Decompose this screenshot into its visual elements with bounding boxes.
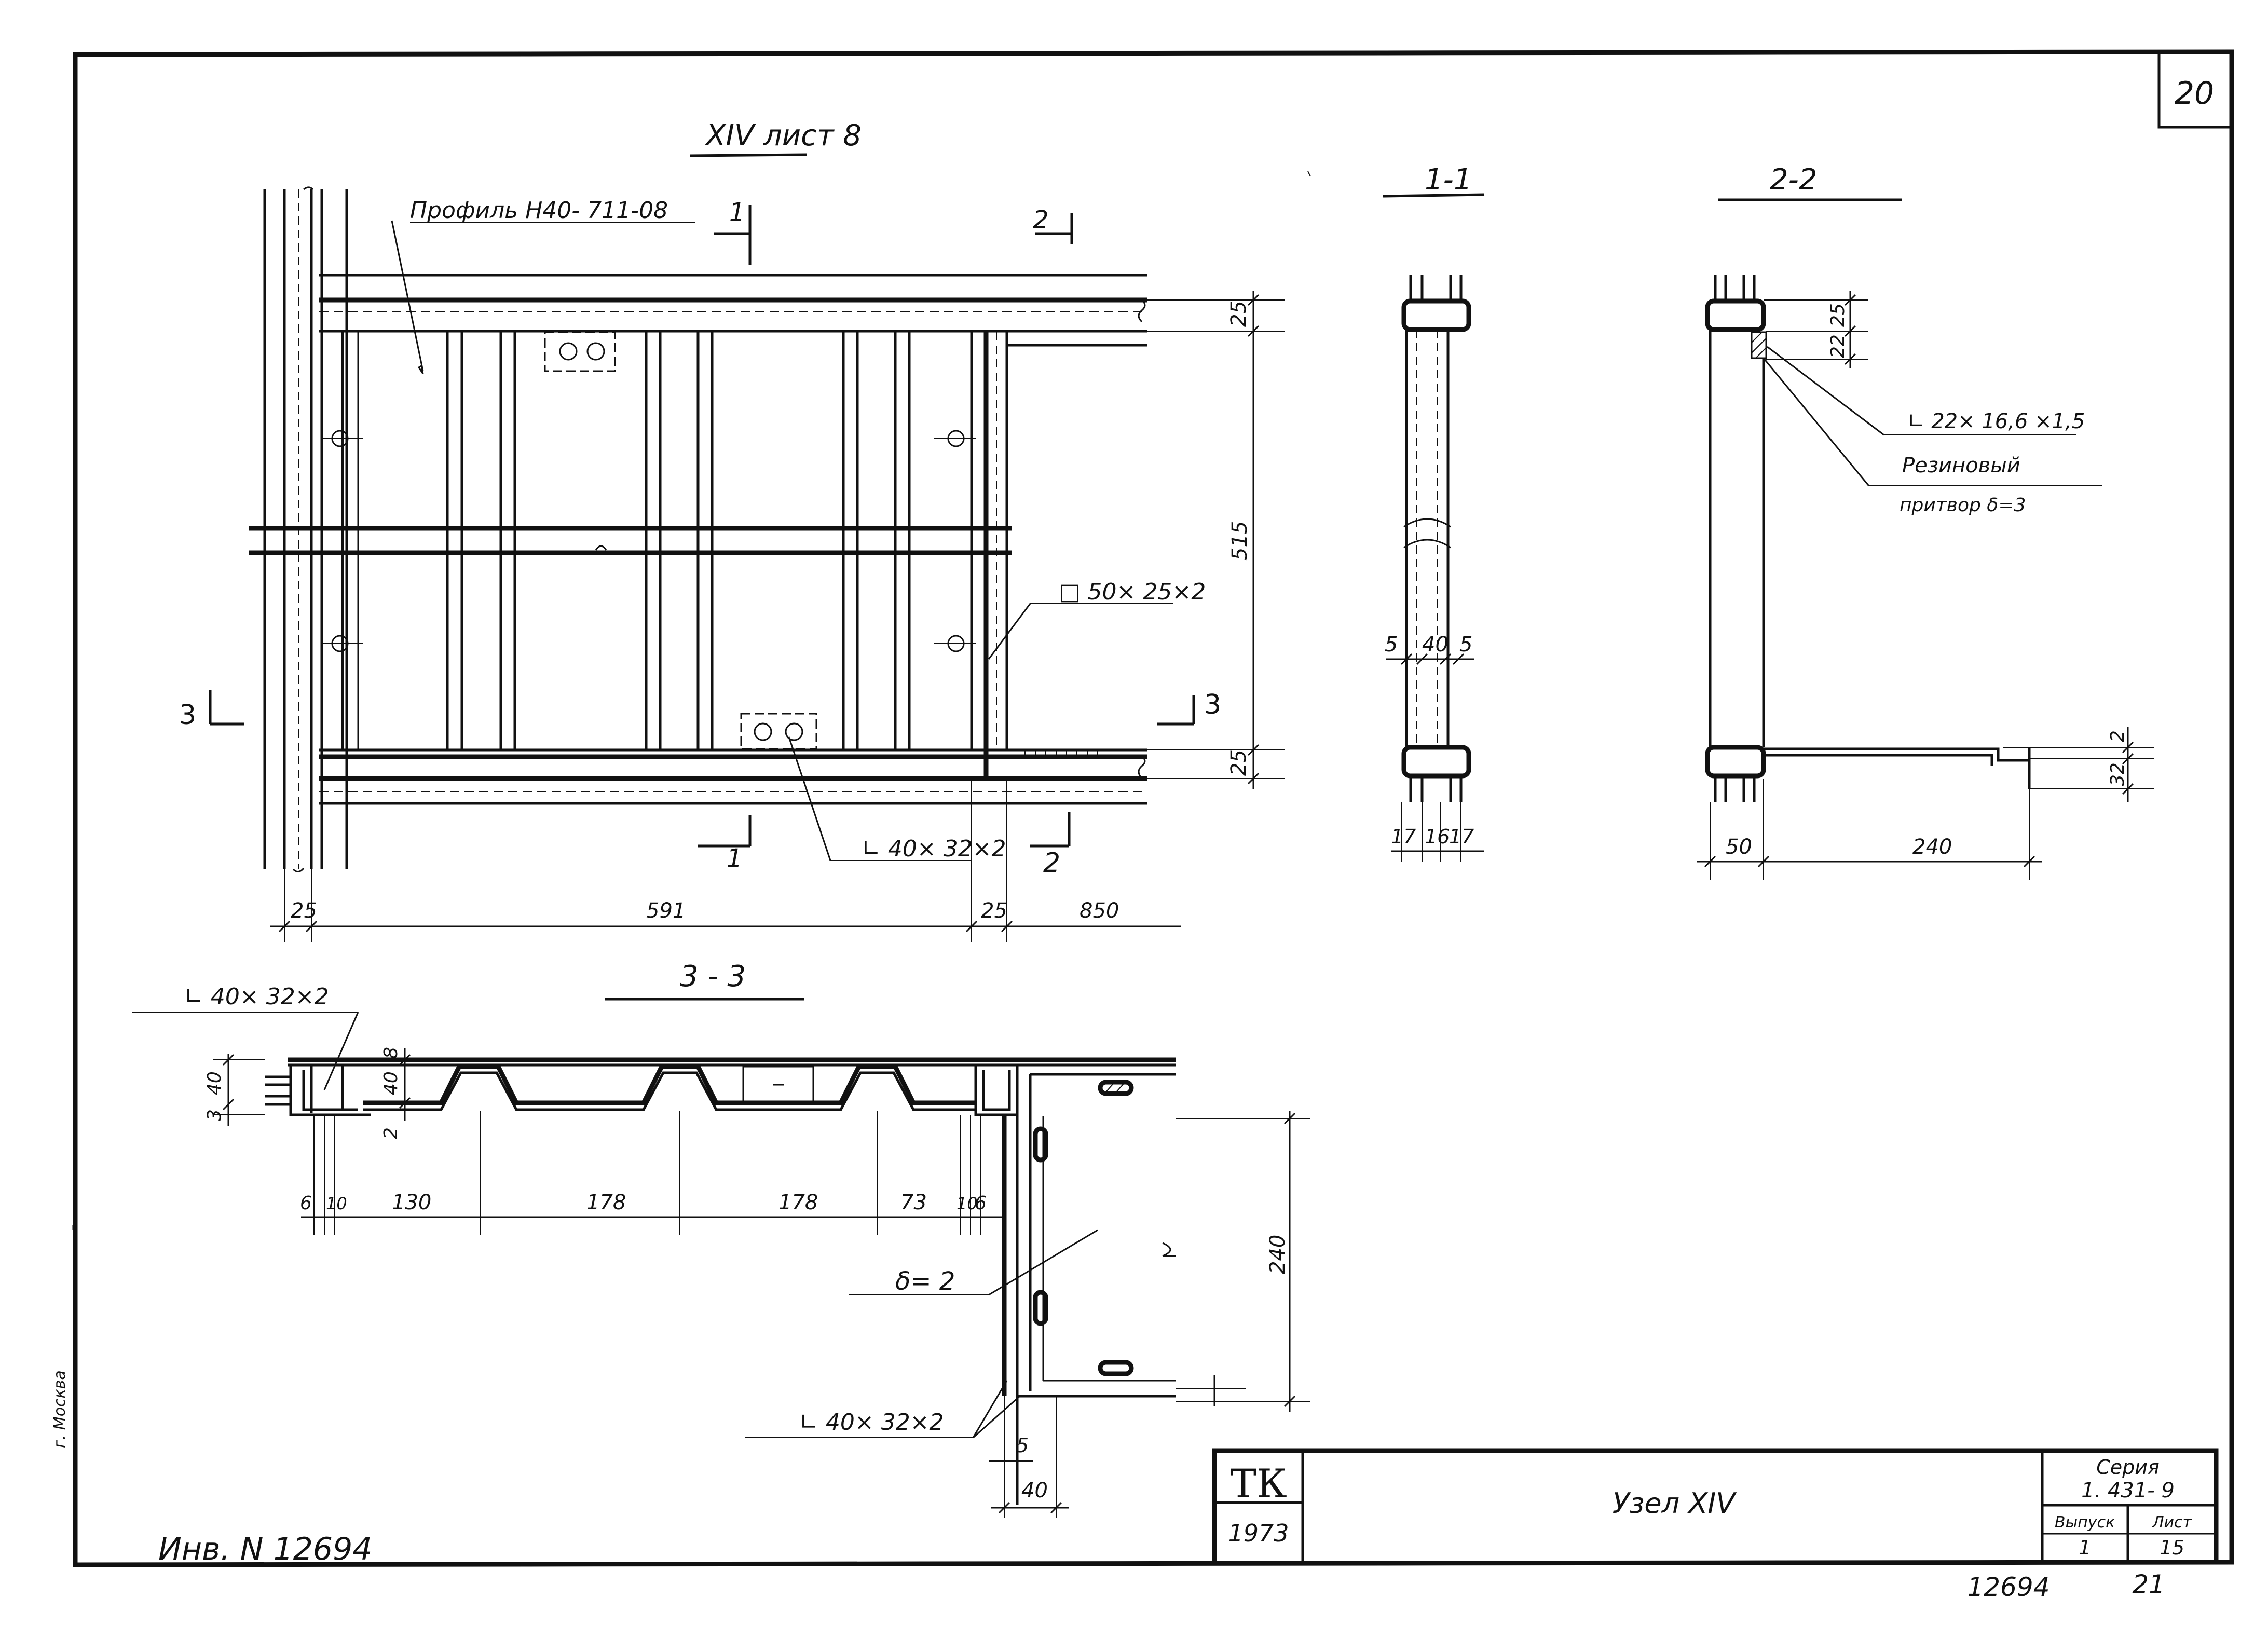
dim-2-2-240: 240 bbox=[1912, 835, 1952, 859]
label-angle-2-2: ∟ 22× 16,6 ×1,5 bbox=[1907, 409, 2085, 433]
title-block-sheet-label: Лист bbox=[2152, 1513, 2193, 1532]
dim-1-1-5b: 5 bbox=[1459, 633, 1472, 657]
label-rubber-2: притвор δ=3 bbox=[1900, 495, 2026, 516]
cut-mark-1-bottom: 1 bbox=[727, 844, 743, 873]
dim-3-3-3: 3 bbox=[204, 1109, 225, 1121]
label-tube: □ 50× 25×2 bbox=[1059, 579, 1206, 605]
dim-3-3-40-inner: 40 bbox=[380, 1071, 402, 1095]
section-2-2-title: 2-2 bbox=[1770, 163, 1817, 197]
dim-3-3-6a: 6 bbox=[300, 1193, 312, 1214]
dim-25-top: 25 bbox=[1227, 301, 1251, 327]
label-angle-3-3-top: ∟ 40× 32×2 bbox=[184, 984, 329, 1010]
title-block-org: ТК bbox=[1230, 1460, 1287, 1507]
label-profile: Профиль Н40- 711-08 bbox=[410, 197, 668, 224]
dim-25-bottom: 25 bbox=[1227, 749, 1251, 776]
dim-3-3-5: 5 bbox=[1016, 1434, 1029, 1457]
dim-515: 515 bbox=[1228, 521, 1252, 561]
tick-strip bbox=[1017, 749, 1137, 759]
main-view-title: XIV лист 8 bbox=[704, 119, 862, 153]
dim-bottom-850: 850 bbox=[1080, 899, 1119, 923]
dim-2-2-22: 22 bbox=[1827, 334, 1849, 358]
dim-2-2-25: 25 bbox=[1827, 303, 1849, 327]
sheet-corner-number: 20 bbox=[2175, 75, 2214, 112]
dim-2-2-32: 32 bbox=[2107, 762, 2128, 786]
dim-1-1-40: 40 bbox=[1422, 633, 1449, 657]
cut-mark-3-right: 3 bbox=[1204, 689, 1221, 720]
main-view: XIV лист 8 bbox=[179, 119, 1285, 942]
title-block-sheet-value: 15 bbox=[2160, 1536, 2184, 1559]
title-block-year: 1973 bbox=[1228, 1519, 1289, 1547]
title-block-issue-value: 1 bbox=[2079, 1536, 2091, 1559]
holes bbox=[322, 331, 976, 750]
dim-3-3-240: 240 bbox=[1266, 1235, 1290, 1274]
dim-1-1-17a: 17 bbox=[1391, 825, 1416, 848]
bottom-code: 12694 bbox=[1967, 1572, 2050, 1602]
section-2-2: 2-2 25 22 ∟ 22× 16,6 ×1,5 bbox=[1697, 163, 2154, 880]
title-block-issue-label: Выпуск bbox=[2055, 1513, 2115, 1532]
title-block-series-label: Серия bbox=[2096, 1456, 2160, 1479]
dim-bottom-25b: 25 bbox=[981, 899, 1007, 923]
dim-3-3-2: 2 bbox=[380, 1127, 402, 1139]
dim-1-1-5a: 5 bbox=[1385, 633, 1398, 657]
section-3-3-title: 3 - 3 bbox=[680, 960, 746, 993]
bottom-page: 21 bbox=[2132, 1569, 2165, 1600]
dim-bottom-25a: 25 bbox=[291, 899, 317, 923]
cut-mark-3-left: 3 bbox=[179, 700, 196, 731]
label-angle-main: ∟ 40× 32×2 bbox=[862, 836, 1006, 862]
dim-2-2-50: 50 bbox=[1726, 835, 1752, 859]
title-block-series-value: 1. 431- 9 bbox=[2081, 1479, 2175, 1503]
section-1-1-title: 1-1 bbox=[1425, 163, 1472, 197]
label-delta: δ= 2 bbox=[895, 1267, 955, 1296]
dim-3-3-73: 73 bbox=[900, 1191, 927, 1214]
dim-3-3-6b: 6 bbox=[975, 1193, 987, 1214]
label-angle-3-3-bottom: ∟ 40× 32×2 bbox=[799, 1409, 944, 1436]
dim-3-3-40-bottom: 40 bbox=[1021, 1479, 1048, 1503]
dim-3-3-178b: 178 bbox=[778, 1191, 818, 1214]
sheet-frame bbox=[73, 49, 2234, 1567]
dim-3-3-130: 130 bbox=[392, 1191, 431, 1214]
dim-3-3-10a: 10 bbox=[326, 1194, 347, 1213]
cut-mark-1-top: 1 bbox=[729, 198, 745, 227]
inventory-number: Инв. N 12694 bbox=[158, 1531, 372, 1567]
dim-3-3-10b: 10 bbox=[957, 1194, 978, 1213]
label-rubber-1: Резиновый bbox=[1902, 454, 2020, 477]
cut-mark-2-bottom: 2 bbox=[1043, 848, 1060, 879]
dim-2-2-2: 2 bbox=[2107, 730, 2128, 742]
dim-3-3-178a: 178 bbox=[586, 1191, 626, 1214]
left-margin-text: г. Москва bbox=[51, 1370, 69, 1448]
dim-1-1-17b: 17 bbox=[1449, 825, 1474, 848]
dim-3-3-8: 8 bbox=[380, 1047, 402, 1059]
title-block bbox=[1212, 1448, 2219, 1562]
dim-1-1-16: 16 bbox=[1425, 825, 1450, 848]
dim-3-3-40-left: 40 bbox=[204, 1071, 225, 1095]
dim-bottom-591: 591 bbox=[646, 899, 686, 923]
section-1-1: 1-1 5 40 5 17 16 bbox=[1383, 163, 1485, 862]
cut-mark-2-top: 2 bbox=[1033, 206, 1049, 235]
stiffeners bbox=[341, 332, 1008, 779]
section-3-3: 3 - 3 ∟ 40× 32×2 bbox=[132, 960, 1310, 1518]
title-block-name: Узел XIV bbox=[1613, 1487, 1737, 1520]
